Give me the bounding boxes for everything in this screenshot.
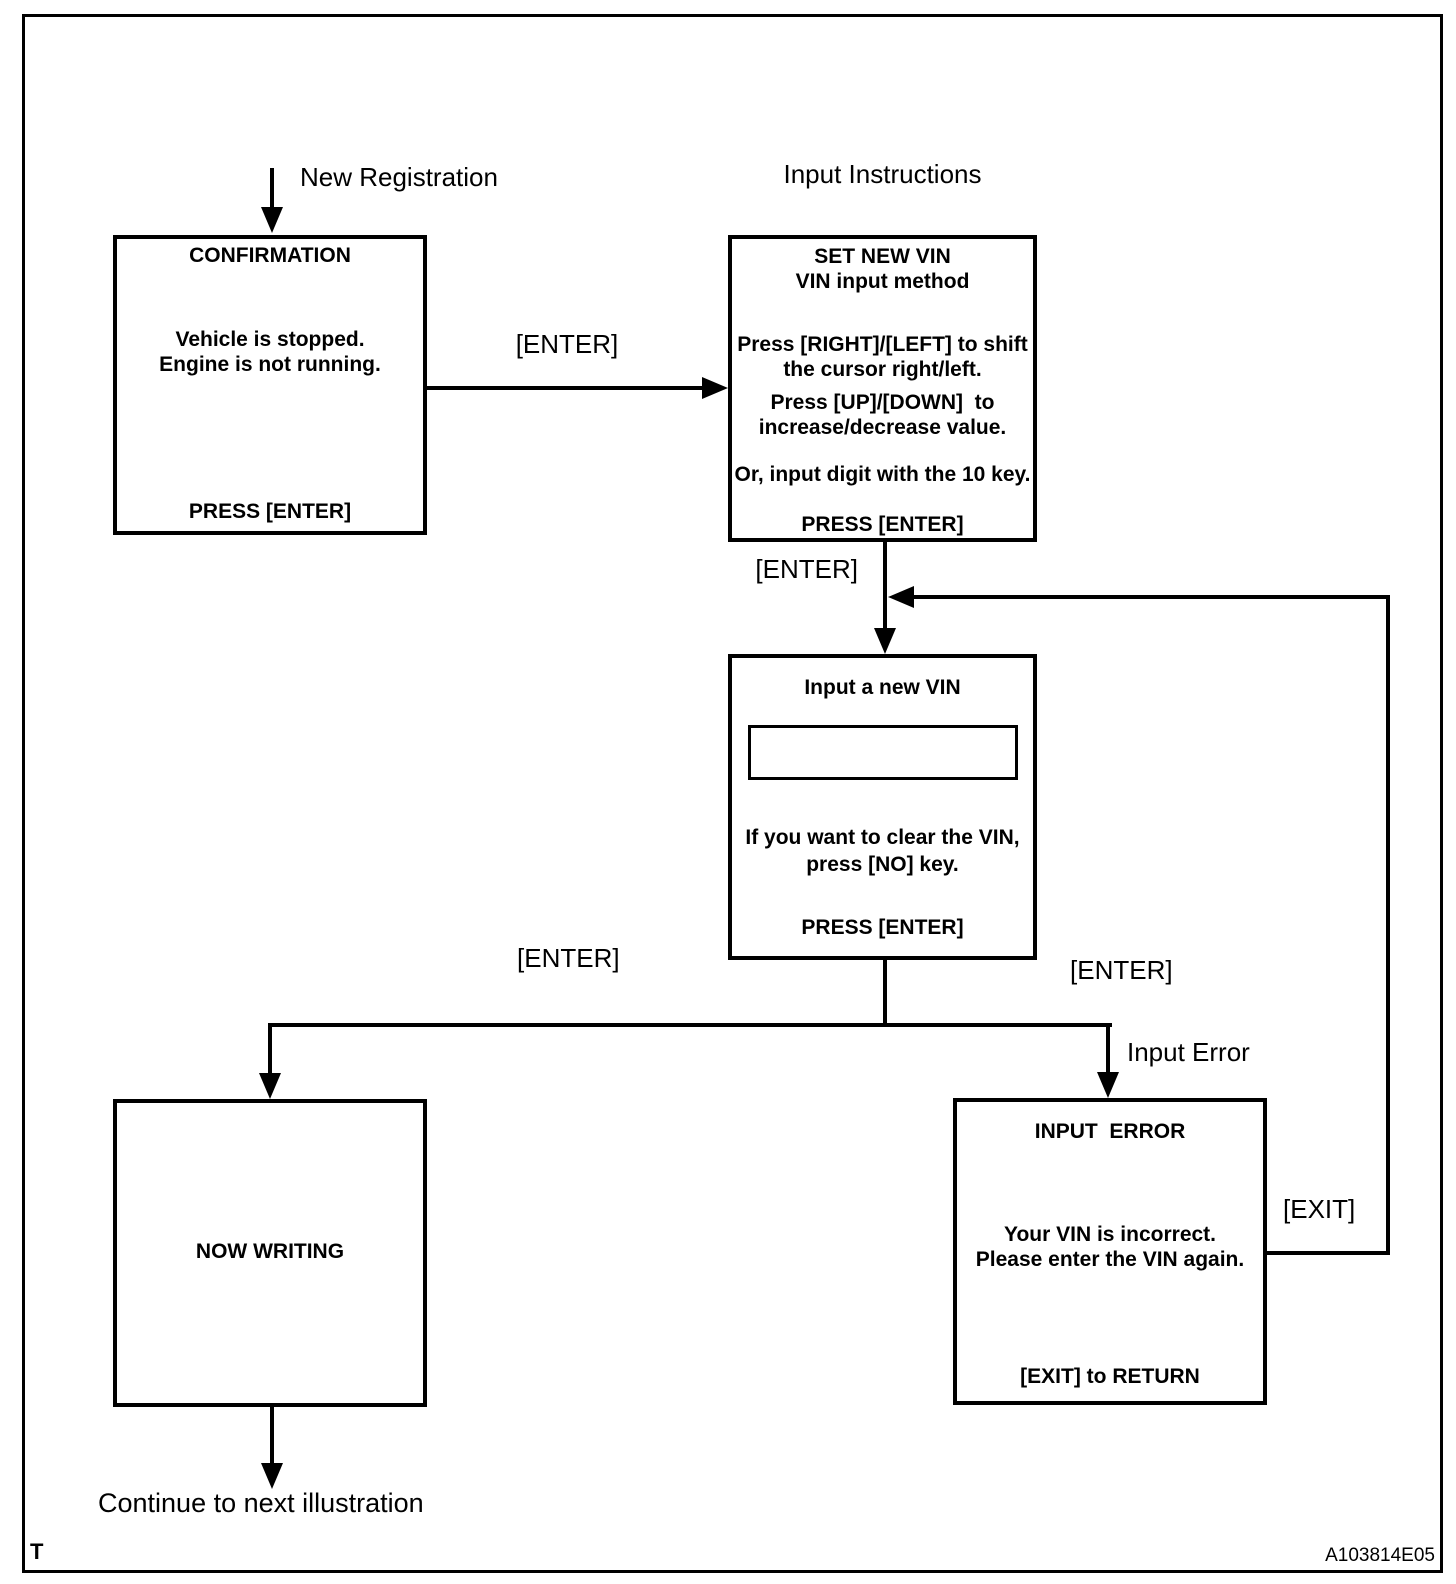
set-new-vin-line2: the cursor right/left. [783, 358, 982, 381]
corner-mark: T [30, 1539, 44, 1564]
set-new-vin-line5: Or, input digit with the 10 key. [734, 463, 1031, 486]
flow-label-enter-2: [ENTER] [755, 554, 858, 584]
set-new-vin-box: SET NEW VIN VIN input method Press [RIGH… [728, 235, 1037, 542]
now-writing-box: NOW WRITING [113, 1099, 427, 1407]
flow-label-continue: Continue to next illustration [98, 1488, 424, 1518]
input-new-vin-line1: If you want to clear the VIN, [745, 826, 1020, 849]
input-error-line1: Your VIN is incorrect. [1004, 1223, 1216, 1246]
input-error-box: INPUT ERROR Your VIN is incorrect. Pleas… [953, 1098, 1267, 1405]
input-new-vin-title: Input a new VIN [804, 676, 961, 699]
arrowhead-down-icon [874, 628, 896, 654]
connector-new-registration [270, 168, 274, 210]
input-new-vin-box: Input a new VIN If you want to clear the… [728, 654, 1037, 960]
arrowhead-left-icon [888, 586, 914, 608]
vin-input-field [748, 725, 1018, 780]
flow-label-exit: [EXIT] [1283, 1194, 1356, 1224]
connector-exit-return-top [910, 595, 1390, 599]
arrowhead-right-icon [702, 377, 728, 399]
confirmation-line2: Engine is not running. [159, 353, 381, 376]
arrowhead-down-icon [259, 1073, 281, 1099]
connector-branch-left [268, 1023, 272, 1075]
connector-branch-bar [268, 1023, 1112, 1027]
confirmation-footer: PRESS [ENTER] [188, 500, 352, 523]
input-error-footer: [EXIT] to RETURN [1020, 1365, 1200, 1388]
connector-enter-to-input [883, 542, 887, 630]
set-new-vin-line1: Press [RIGHT]/[LEFT] to shift [737, 333, 1028, 356]
confirmation-title: CONFIRMATION [189, 244, 351, 267]
connector-branch-right [1106, 1023, 1110, 1074]
flow-label-enter-3: [ENTER] [517, 943, 620, 973]
arrowhead-down-icon [261, 1463, 283, 1489]
arrowhead-down-icon [261, 207, 283, 233]
flow-label-input-error: Input Error [1127, 1037, 1250, 1067]
arrowhead-down-icon [1097, 1072, 1119, 1098]
connector-branch-stub [883, 960, 887, 1027]
input-new-vin-line2: press [NO] key. [806, 853, 959, 876]
input-new-vin-footer: PRESS [ENTER] [801, 916, 964, 939]
figure-code: A103814E05 [1325, 1545, 1435, 1566]
confirmation-box: CONFIRMATION Vehicle is stopped. Engine … [113, 235, 427, 535]
connector-exit-return-side [1386, 595, 1390, 1255]
flow-label-input-instructions: Input Instructions [783, 159, 982, 189]
flow-label-enter-4: [ENTER] [1070, 955, 1173, 985]
flow-label-enter-1: [ENTER] [515, 329, 619, 359]
connector-continue [270, 1407, 274, 1464]
flow-label-new-registration: New Registration [300, 162, 498, 192]
input-error-line2: Please enter the VIN again. [975, 1248, 1245, 1271]
input-error-title: INPUT ERROR [1034, 1120, 1186, 1143]
now-writing-title: NOW WRITING [195, 1240, 345, 1263]
confirmation-line1: Vehicle is stopped. [175, 328, 365, 351]
set-new-vin-line3: Press [UP]/[DOWN] to [770, 391, 995, 414]
connector-enter-to-instructions [427, 386, 706, 390]
set-new-vin-title1: SET NEW VIN [814, 245, 951, 268]
set-new-vin-title2: VIN input method [795, 270, 970, 293]
set-new-vin-line4: increase/decrease value. [758, 416, 1007, 439]
set-new-vin-footer: PRESS [ENTER] [801, 513, 964, 536]
page-border [22, 14, 1443, 1573]
connector-exit-return-bottom [1267, 1251, 1390, 1255]
